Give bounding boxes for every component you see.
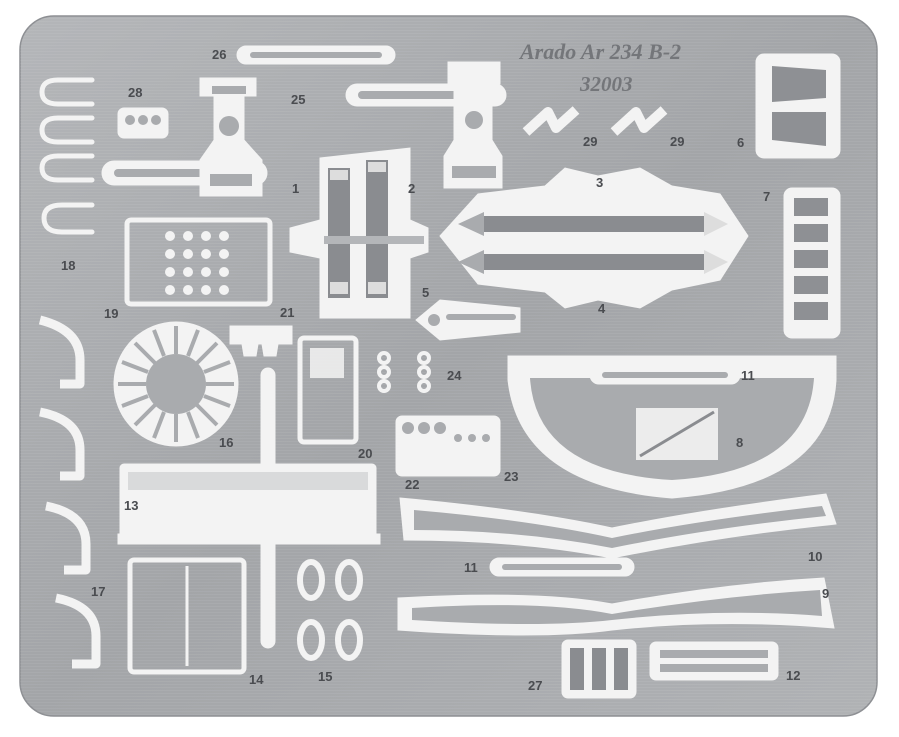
label-part-21: 21: [280, 305, 294, 320]
part-22-23-cluster: [395, 415, 501, 477]
label-part-1: 1: [292, 181, 299, 196]
label-part-6: 6: [737, 135, 744, 150]
sprue-horizontal: [117, 533, 381, 545]
part-1-2-harness: [289, 147, 429, 319]
part-24: [377, 351, 431, 393]
part-29-clips: [522, 106, 668, 136]
sheet-title: Arado Ar 234 B-2: [518, 39, 681, 64]
label-part-7: 7: [763, 189, 770, 204]
label-part-3: 3: [596, 175, 603, 190]
label-part-18: 18: [61, 258, 75, 273]
label-part-23: 23: [504, 469, 518, 484]
part-15-rings: [297, 559, 363, 661]
part-18-hooks: [39, 77, 95, 235]
label-part-8: 8: [736, 435, 743, 450]
label-part-13: 13: [124, 498, 138, 513]
part-13-panel: [119, 463, 377, 543]
part-14-box: [127, 557, 247, 675]
label-part-20: 20: [358, 446, 372, 461]
part-7-ladder: [783, 187, 841, 339]
label-part-24: 24: [447, 368, 462, 383]
label-part-9: 9: [822, 586, 829, 601]
part-20-panel: [297, 335, 359, 445]
part-27: [561, 639, 637, 699]
label-part-12: 12: [786, 668, 800, 683]
label-part-4: 4: [598, 301, 606, 316]
part-19-panel: [124, 217, 273, 307]
part-labels: 26 25 28 18 1 2 3 4 5 6 7 29 29 19 21 24…: [61, 47, 829, 693]
part-12-bars: [649, 641, 779, 681]
part-5-rod: [415, 299, 521, 341]
part-8-seat-back: [507, 355, 837, 499]
label-part-19: 19: [104, 306, 118, 321]
part-6-panels: [755, 53, 841, 159]
label-part-11b: 11: [464, 560, 478, 575]
part-26-bar: [236, 45, 396, 65]
label-part-26: 26: [212, 47, 226, 62]
label-part-5: 5: [422, 285, 429, 300]
part-28: [117, 107, 169, 139]
part-11-bars: [489, 365, 741, 577]
label-part-25: 25: [291, 92, 305, 107]
label-part-22: 22: [405, 477, 419, 492]
label-part-17: 17: [91, 584, 105, 599]
label-part-10: 10: [808, 549, 822, 564]
part-9-rail: [397, 577, 835, 636]
label-part-29a: 29: [583, 134, 597, 149]
label-part-2: 2: [408, 181, 415, 196]
label-part-28: 28: [128, 85, 142, 100]
part-25-bracket: [101, 77, 268, 197]
sheet-code: 32003: [579, 72, 633, 96]
label-part-14: 14: [249, 672, 264, 687]
part-3-4-belts: [439, 167, 749, 309]
label-part-15: 15: [318, 669, 332, 684]
label-part-16: 16: [219, 435, 233, 450]
part-17-hooks: [38, 315, 101, 669]
part-16-radial: [113, 321, 239, 447]
label-part-27: 27: [528, 678, 542, 693]
part-10-rail: [399, 493, 837, 559]
label-part-11a: 11: [741, 368, 755, 383]
part-21: [229, 325, 293, 357]
part-control-column: [345, 61, 507, 189]
label-part-29b: 29: [670, 134, 684, 149]
